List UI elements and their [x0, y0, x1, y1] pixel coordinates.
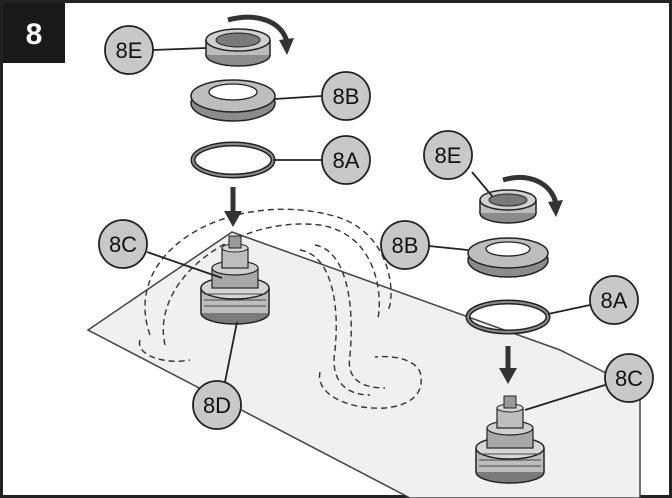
svg-text:8D: 8D — [203, 393, 231, 418]
callout-right-8b: 8B — [380, 220, 430, 270]
rotation-arrow-icon — [227, 14, 294, 55]
rotation-arrow-icon — [502, 175, 563, 217]
step-number: 8 — [26, 18, 43, 51]
svg-text:8C: 8C — [109, 232, 137, 257]
callout-left-8d: 8D — [192, 380, 242, 430]
svg-text:8E: 8E — [116, 38, 143, 63]
right-valve-body-8c — [475, 395, 545, 484]
callout-right-8c: 8C — [604, 353, 654, 403]
callout-right-8a: 8A — [589, 275, 639, 325]
right-o-ring-8a — [465, 299, 551, 335]
svg-text:8A: 8A — [601, 288, 628, 313]
left-bonnet-nut-8e — [205, 28, 271, 67]
right-bonnet-nut-8e — [479, 189, 537, 224]
svg-text:8B: 8B — [392, 233, 419, 258]
left-escutcheon-8b — [190, 79, 276, 122]
callout-left-8b: 8B — [321, 71, 371, 121]
callout-left-8a: 8A — [321, 135, 371, 185]
down-arrow-icon — [224, 187, 242, 227]
svg-text:8C: 8C — [615, 366, 643, 391]
svg-text:8A: 8A — [333, 148, 360, 173]
callout-left-8e: 8E — [104, 25, 154, 75]
right-escutcheon-8b — [467, 237, 549, 278]
left-valve-body-8c — [200, 235, 270, 325]
leader-lines — [146, 47, 606, 411]
faucet-outline-dashed — [138, 208, 422, 409]
svg-text:8E: 8E — [435, 143, 462, 168]
down-arrow-icon — [499, 346, 517, 384]
callout-left-8c: 8C — [98, 219, 148, 269]
callout-right-8e: 8E — [423, 130, 473, 180]
svg-text:8B: 8B — [333, 84, 360, 109]
step-badge: 8 — [3, 3, 65, 63]
